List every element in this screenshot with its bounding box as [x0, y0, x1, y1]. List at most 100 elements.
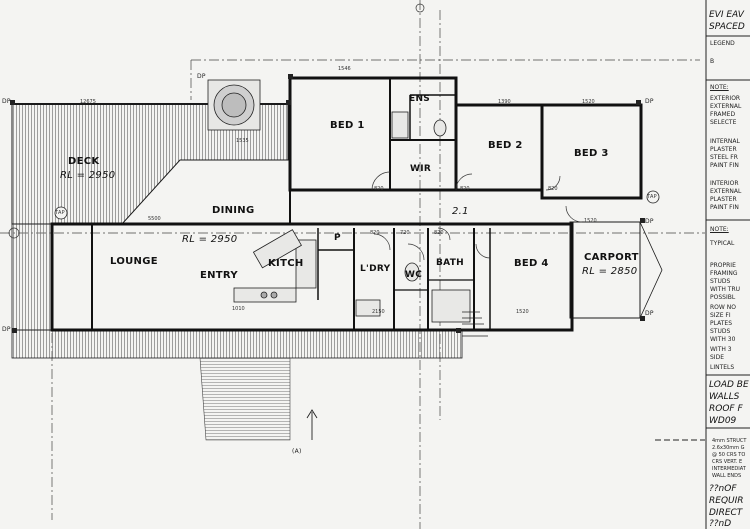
structural-note: @ 50 CRS TO [712, 452, 746, 458]
structural-note: 2.6x30mm G [712, 445, 745, 451]
deck-level: RL = 2950 [60, 170, 116, 181]
note-line: LINTELS [710, 364, 735, 371]
columns [10, 74, 645, 333]
note-line: STUDS [710, 278, 731, 285]
notes-panel-frame [655, 0, 750, 529]
requirement-note: REQUIR [709, 496, 744, 506]
downpipe-marker: DP [2, 326, 11, 333]
load-bearing-note: LOAD BE [709, 380, 749, 390]
load-bearing-note: WD09 [709, 416, 737, 426]
load-bearing-note: ROOF F [709, 404, 743, 414]
note-line: INTERNAL [710, 138, 740, 145]
building-walls [50, 76, 643, 332]
note-line: WITH 3 [710, 346, 732, 353]
room-laundry: L'DRY [360, 264, 391, 274]
room-bed-1: BED 1 [330, 120, 365, 131]
room-bed-4: BED 4 [514, 258, 549, 269]
dimension-text: 820 [460, 186, 470, 192]
tap-label: TAP [647, 194, 658, 200]
door-swings [371, 171, 583, 261]
downpipe-marker: DP [197, 73, 206, 80]
note-line: ROW NO [710, 304, 736, 311]
dimension-text: 820 [434, 230, 444, 236]
note-line: WITH 30 [710, 336, 736, 343]
dimension-text: 1520 [582, 99, 595, 105]
carport-level: RL = 2850 [582, 266, 638, 277]
section-label: (A) [292, 448, 302, 455]
legend-item: B [710, 58, 715, 65]
tap-label: TAP [55, 210, 66, 216]
note-line: EXTERIOR [710, 95, 741, 102]
room-kitchen: KITCH [268, 258, 304, 269]
notes-title: NOTE: [710, 226, 729, 233]
room-entry: ENTRY [200, 270, 238, 281]
front-verandah [11, 223, 463, 441]
notes-title: NOTE: [710, 84, 729, 91]
carport-outline [569, 221, 663, 319]
structural-note: WALL ENDS [712, 473, 742, 479]
note-line: PAINT FIN [710, 204, 739, 211]
legend-title: LEGEND [710, 40, 735, 47]
panel-title: EVI EAV [709, 10, 744, 20]
dimension-text: 2150 [372, 309, 385, 315]
note-line: FRAMED [710, 111, 736, 118]
note-line: PLASTER [710, 146, 737, 153]
downpipe-marker: DP [2, 98, 11, 105]
note-line: FRAMING [710, 270, 738, 277]
dimension-text: 1520 [584, 218, 597, 224]
dimension-text: 820 [370, 230, 380, 236]
note-line: WITH TRU [710, 286, 741, 293]
load-bearing-note: WALLS [709, 392, 740, 402]
note-line: PLATES [710, 320, 733, 327]
note-line: SIDE [710, 354, 724, 361]
dimension-text: 5500 [148, 216, 161, 222]
room-pantry: P [334, 233, 341, 243]
tap-markers [54, 190, 660, 220]
room-carport: CARPORT [584, 252, 639, 263]
room-lounge: LOUNGE [110, 256, 158, 267]
structural-note: CRS VERT. E [712, 459, 743, 465]
dimension-text: 12675 [80, 99, 96, 105]
dimension-text: 1390 [498, 99, 511, 105]
room-ensuite: ENS [409, 94, 431, 104]
downpipe-marker: DP [645, 98, 654, 105]
room-bed-3: BED 3 [574, 148, 609, 159]
note-line: STEEL FR [710, 154, 738, 161]
dimension-text: 1535 [236, 138, 249, 144]
dimension-text: 820 [374, 186, 384, 192]
stairs [462, 311, 488, 337]
dining-level: RL = 2950 [182, 234, 238, 245]
note-line: INTERIOR [710, 180, 739, 187]
requirement-note: DIRECT [709, 508, 743, 518]
note-line: PROPRIE [710, 262, 736, 269]
note-line: POSSIBL [710, 294, 736, 301]
dimension-text: 820 [548, 186, 558, 192]
downpipe-marker: DP [645, 218, 654, 225]
structural-note: INTERMEDIAT [712, 466, 746, 472]
grid-markers [8, 3, 425, 239]
note-line: EXTERNAL [710, 103, 742, 110]
room-bath: BATH [436, 258, 464, 268]
dimension-text: 720 [400, 230, 410, 236]
note-line: PLASTER [710, 196, 737, 203]
note-line: STUDS [710, 328, 731, 335]
note-line: SELECTE [710, 119, 737, 126]
room-bed-2: BED 2 [488, 140, 523, 151]
section-arrow [306, 409, 318, 440]
downpipe-marker: DP [645, 310, 654, 317]
requirement-note: ??nD [709, 519, 732, 529]
dimension-text: 1010 [232, 306, 245, 312]
structural-note: 4mm STRUCT [712, 438, 747, 444]
room-deck: DECK [68, 156, 100, 167]
spa-feature [207, 79, 261, 131]
dimension-text: 1520 [516, 309, 529, 315]
grid-label: 2.1 [452, 206, 469, 217]
requirement-note: ??nOF [709, 484, 737, 494]
note-line: SIZE FI [710, 312, 731, 319]
note-line: PAINT FIN [710, 162, 739, 169]
note-line: EXTERNAL [710, 188, 742, 195]
room-wir: WIR [410, 164, 432, 174]
note-line: TYPICAL [710, 240, 735, 247]
dimension-text: 1546 [338, 66, 351, 72]
